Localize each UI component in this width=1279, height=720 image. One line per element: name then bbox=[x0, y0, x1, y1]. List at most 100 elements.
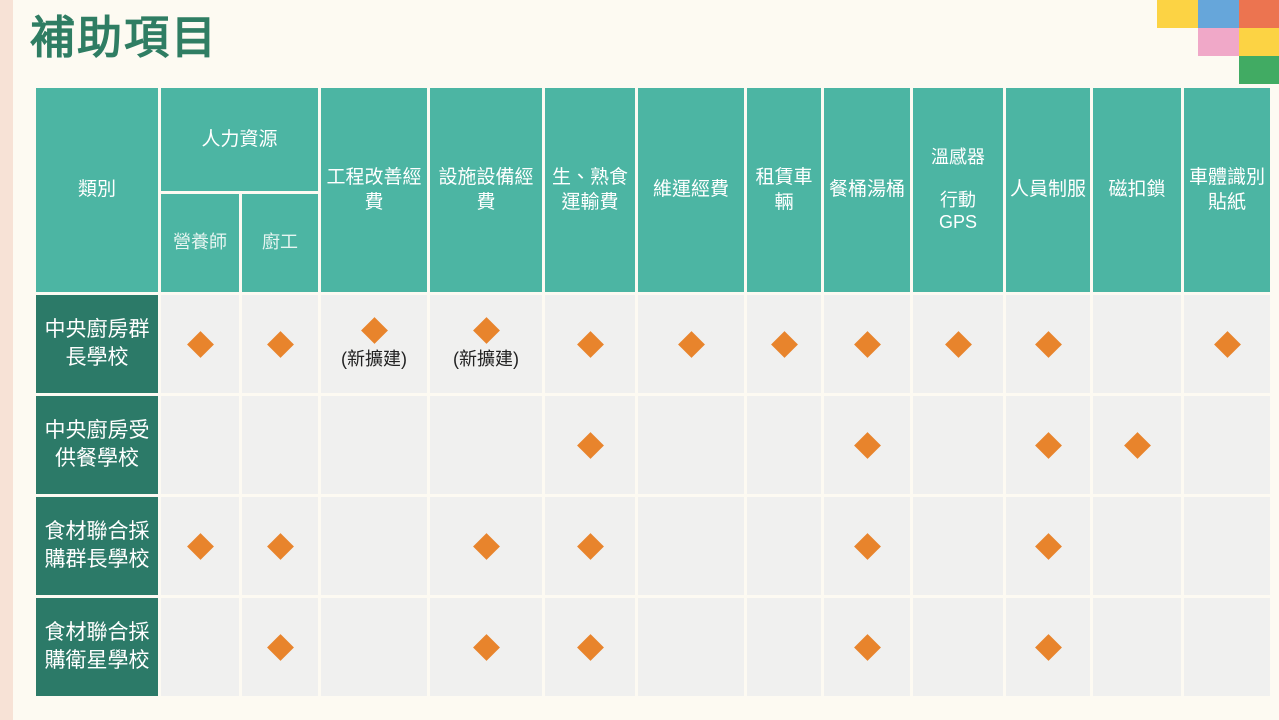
cell-r4-maintenance bbox=[638, 598, 744, 696]
marker-diamond bbox=[266, 532, 294, 560]
header-engineering: 工程改善經費 bbox=[321, 88, 427, 292]
row-label-1: 中央廚房群長學校 bbox=[36, 295, 158, 393]
cell-r1-food_bucket bbox=[824, 295, 910, 393]
marker-diamond bbox=[576, 431, 604, 459]
cell-r2-magnetic_lock bbox=[1093, 396, 1181, 494]
cell-r2-maintenance bbox=[638, 396, 744, 494]
cell-r3-nutritionist bbox=[161, 497, 239, 595]
row-label-4: 食材聯合採購衛星學校 bbox=[36, 598, 158, 696]
cell-r4-engineering bbox=[321, 598, 427, 696]
marker-diamond bbox=[266, 330, 294, 358]
cell-r2-facility bbox=[430, 396, 542, 494]
header-sub-kitchen_worker: 廚工 bbox=[242, 194, 318, 292]
marker-diamond bbox=[266, 633, 294, 661]
cell-r4-magnetic_lock bbox=[1093, 598, 1181, 696]
cell-r3-maintenance bbox=[638, 497, 744, 595]
header-temp_sensor_gps-line1: 溫感器 bbox=[931, 147, 985, 168]
cell-r2-kitchen_worker bbox=[242, 396, 318, 494]
subsidy-items-table: 類別人力資源營養師廚工工程改善經費設施設備經費生、熟食運輸費維運經費租賃車輛餐桶… bbox=[36, 88, 1270, 696]
cell-r3-facility bbox=[430, 497, 542, 595]
cell-r1-temp_sensor_gps bbox=[913, 295, 1003, 393]
marker-diamond bbox=[853, 330, 881, 358]
marker-diamond bbox=[472, 633, 500, 661]
marker-diamond bbox=[472, 316, 500, 344]
marker-diamond bbox=[677, 330, 705, 358]
cell-r2-food_bucket bbox=[824, 396, 910, 494]
cell-r2-temp_sensor_gps bbox=[913, 396, 1003, 494]
cell-r2-engineering bbox=[321, 396, 427, 494]
page-title: 補助項目 bbox=[30, 12, 219, 63]
cell-r4-kitchen_worker bbox=[242, 598, 318, 696]
yellow-block bbox=[1157, 0, 1198, 28]
cell-r2-food_transport bbox=[545, 396, 635, 494]
header-uniform: 人員制服 bbox=[1006, 88, 1090, 292]
cell-r4-nutritionist bbox=[161, 598, 239, 696]
cell-r1-kitchen_worker bbox=[242, 295, 318, 393]
cell-r4-food_transport bbox=[545, 598, 635, 696]
marker-diamond bbox=[186, 330, 214, 358]
cell-r1-food_transport bbox=[545, 295, 635, 393]
cell-r4-uniform bbox=[1006, 598, 1090, 696]
cell-r3-kitchen_worker bbox=[242, 497, 318, 595]
cell-note: (新擴建) bbox=[341, 348, 407, 369]
cell-r4-facility bbox=[430, 598, 542, 696]
marker-diamond bbox=[853, 431, 881, 459]
row-label-2: 中央廚房受供餐學校 bbox=[36, 396, 158, 494]
header-food_transport: 生、熟食運輸費 bbox=[545, 88, 635, 292]
cell-r1-engineering: (新擴建) bbox=[321, 295, 427, 393]
empty-block-2 bbox=[1157, 56, 1198, 84]
header-group-human-resources: 人力資源 bbox=[161, 88, 318, 191]
marker-diamond bbox=[472, 532, 500, 560]
cell-r2-nutritionist bbox=[161, 396, 239, 494]
cell-r4-vehicle_sticker bbox=[1184, 598, 1270, 696]
header-category-label: 類別 bbox=[36, 88, 158, 292]
cell-r1-facility: (新擴建) bbox=[430, 295, 542, 393]
pink-block bbox=[1198, 28, 1239, 56]
green-block bbox=[1239, 56, 1279, 84]
cell-r1-nutritionist bbox=[161, 295, 239, 393]
cell-r1-magnetic_lock bbox=[1093, 295, 1181, 393]
cell-r4-temp_sensor_gps bbox=[913, 598, 1003, 696]
empty-block-3 bbox=[1198, 56, 1239, 84]
marker-diamond bbox=[1034, 330, 1062, 358]
cell-r3-food_transport bbox=[545, 497, 635, 595]
cell-r1-vehicle_lease bbox=[747, 295, 821, 393]
empty-block bbox=[1157, 28, 1198, 56]
header-vehicle_sticker: 車體識別貼紙 bbox=[1184, 88, 1270, 292]
marker-diamond bbox=[576, 330, 604, 358]
cell-note: (新擴建) bbox=[453, 348, 519, 369]
orange-block bbox=[1239, 0, 1279, 28]
marker-diamond bbox=[360, 316, 388, 344]
cell-r3-vehicle_lease bbox=[747, 497, 821, 595]
marker-diamond bbox=[1213, 330, 1241, 358]
marker-diamond bbox=[1034, 633, 1062, 661]
corner-decoration-blocks bbox=[1157, 0, 1279, 84]
cell-r4-food_bucket bbox=[824, 598, 910, 696]
cell-r3-food_bucket bbox=[824, 497, 910, 595]
header-maintenance: 維運經費 bbox=[638, 88, 744, 292]
left-edge-decoration bbox=[0, 0, 13, 720]
yellow-block-2 bbox=[1239, 28, 1279, 56]
header-magnetic_lock: 磁扣鎖 bbox=[1093, 88, 1181, 292]
header-food_bucket: 餐桶湯桶 bbox=[824, 88, 910, 292]
cell-r1-uniform bbox=[1006, 295, 1090, 393]
marker-diamond bbox=[1034, 431, 1062, 459]
header-sub-nutritionist: 營養師 bbox=[161, 194, 239, 292]
marker-diamond bbox=[770, 330, 798, 358]
header-vehicle_lease: 租賃車輛 bbox=[747, 88, 821, 292]
marker-diamond bbox=[1123, 431, 1151, 459]
marker-diamond bbox=[186, 532, 214, 560]
marker-diamond bbox=[576, 532, 604, 560]
cell-r3-temp_sensor_gps bbox=[913, 497, 1003, 595]
marker-diamond bbox=[853, 532, 881, 560]
cell-r3-uniform bbox=[1006, 497, 1090, 595]
cell-r2-vehicle_sticker bbox=[1184, 396, 1270, 494]
marker-diamond bbox=[853, 633, 881, 661]
marker-diamond bbox=[1034, 532, 1062, 560]
cell-r4-vehicle_lease bbox=[747, 598, 821, 696]
cell-r1-vehicle_sticker bbox=[1184, 295, 1270, 393]
blue-block bbox=[1198, 0, 1239, 28]
header-facility: 設施設備經費 bbox=[430, 88, 542, 292]
